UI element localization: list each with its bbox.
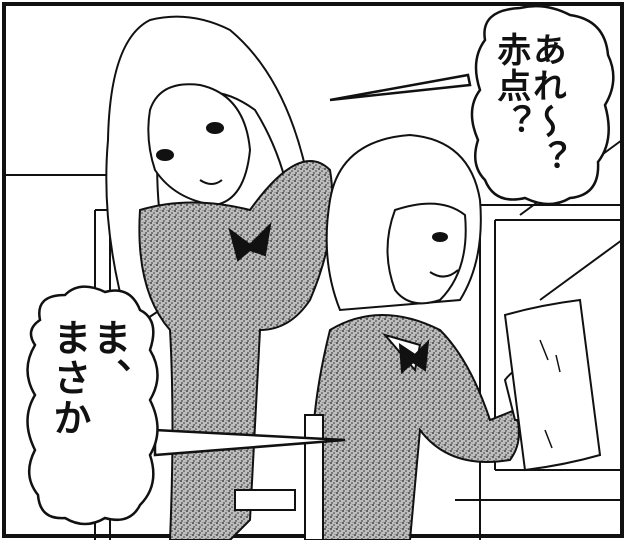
bubble-2-line-1: ま、 bbox=[86, 318, 131, 398]
test-paper bbox=[503, 298, 602, 472]
speech-bubble-2-text: ま、 まさか bbox=[46, 318, 131, 438]
speech-bubble-2 bbox=[26, 285, 346, 526]
chair bbox=[304, 414, 324, 541]
girl-bob bbox=[311, 133, 550, 541]
speech-bubble-1 bbox=[329, 4, 615, 206]
bubble-2-line-2: まさか bbox=[46, 318, 91, 438]
speech-bubble-1-text: あれ〜？ 赤点？ bbox=[490, 32, 567, 176]
bubble-1-line-2: 赤点？ bbox=[490, 32, 531, 140]
bubble-1-line-1: あれ〜？ bbox=[526, 32, 567, 176]
